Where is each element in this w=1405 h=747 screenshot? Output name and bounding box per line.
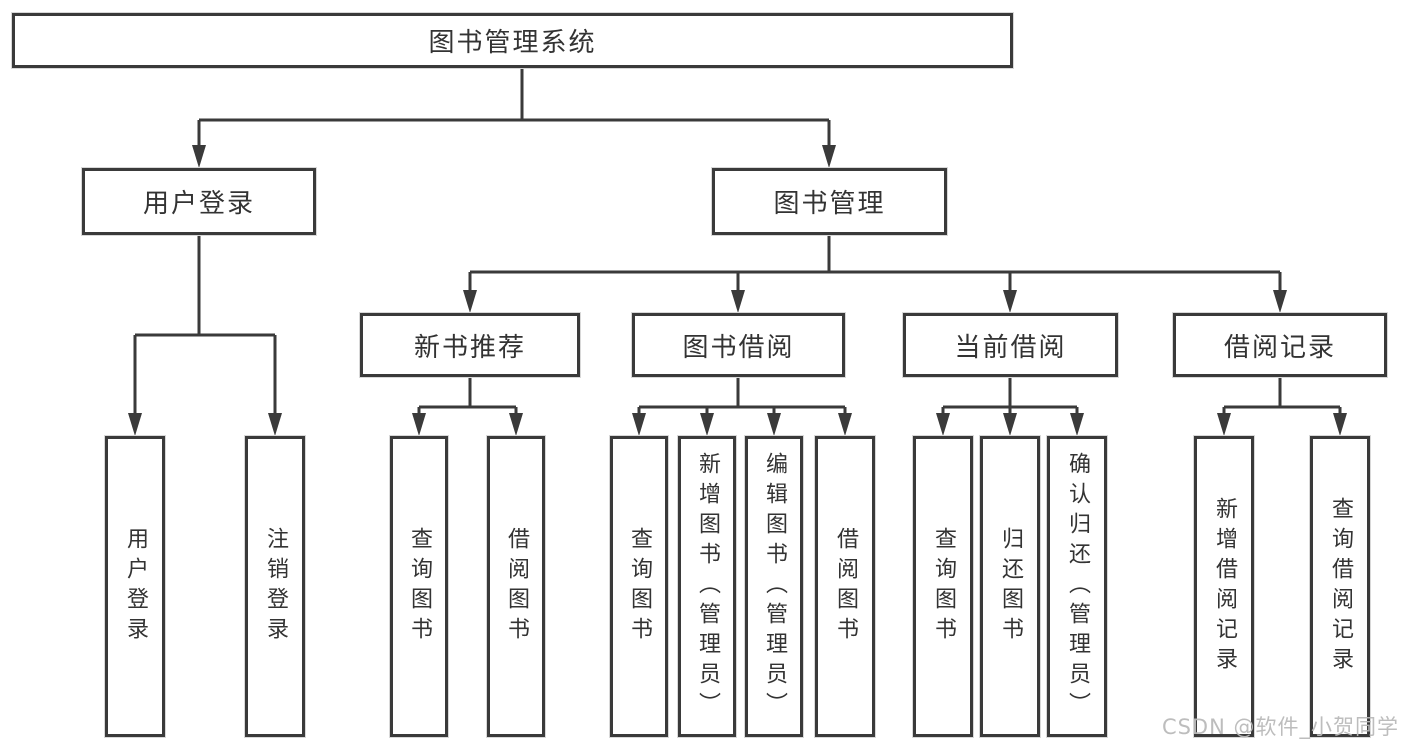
leaf-confirm-return-admin-label: 确认归还（管理员）: [1065, 451, 1090, 722]
leaf-logout: 注销登录: [245, 436, 305, 737]
leaf-query-books-label: 查询图书: [931, 526, 956, 647]
leaf-add-books-admin: 新增图书（管理员）: [678, 436, 736, 737]
node-user-login-label: 用户登录: [142, 189, 255, 219]
node-new-book-recommend: 新书推荐: [360, 313, 580, 377]
leaf-user-login-label: 用户登录: [123, 526, 148, 647]
node-borrow-records-label: 借阅记录: [1223, 332, 1336, 363]
leaf-logout-label: 注销登录: [263, 526, 288, 647]
leaf-return-books-label: 归还图书: [998, 526, 1023, 647]
connector-borrow-records-children: [1217, 377, 1347, 436]
leaf-user-login: 用户登录: [105, 436, 165, 737]
leaf-borrow-books-label: 借阅图书: [833, 526, 858, 647]
leaf-add-borrow-record: 新增借阅记录: [1194, 436, 1254, 737]
leaf-query-books: 查询图书: [610, 436, 668, 737]
node-book-management-label: 图书管理: [773, 189, 886, 219]
node-book-management: 图书管理: [712, 168, 947, 235]
leaf-confirm-return-admin: 确认归还（管理员）: [1047, 436, 1107, 737]
node-root: 图书管理系统: [12, 13, 1013, 68]
leaf-query-books-label: 查询图书: [627, 526, 652, 647]
connector-user-login-children: [128, 235, 282, 436]
leaf-return-books: 归还图书: [980, 436, 1040, 737]
leaf-query-books: 查询图书: [390, 436, 448, 737]
node-current-borrow-label: 当前借阅: [954, 332, 1067, 363]
node-root-label: 图书管理系统: [428, 28, 597, 58]
leaf-edit-books-admin-label: 编辑图书（管理员）: [762, 451, 787, 722]
leaf-query-borrow-record: 查询借阅记录: [1310, 436, 1370, 737]
connector-root-to-level1: [192, 68, 836, 168]
watermark: CSDN @软件_小贺同学: [1161, 715, 1399, 739]
node-book-borrow: 图书借阅: [632, 313, 845, 377]
connector-book-borrow-children: [632, 377, 852, 436]
node-current-borrow: 当前借阅: [903, 313, 1118, 377]
node-user-login: 用户登录: [82, 168, 316, 235]
leaf-query-borrow-record-label: 查询借阅记录: [1328, 496, 1353, 677]
leaf-edit-books-admin: 编辑图书（管理员）: [745, 436, 803, 737]
node-borrow-records: 借阅记录: [1173, 313, 1387, 377]
connector-new-book-recommend-children: [412, 377, 523, 436]
node-new-book-recommend-label: 新书推荐: [413, 332, 526, 363]
leaf-add-books-admin-label: 新增图书（管理员）: [695, 451, 720, 722]
leaf-borrow-books-label: 借阅图书: [504, 526, 529, 647]
leaf-borrow-books: 借阅图书: [815, 436, 875, 737]
leaf-add-borrow-record-label: 新增借阅记录: [1212, 496, 1237, 677]
leaf-query-books-label: 查询图书: [407, 526, 432, 647]
leaf-query-books: 查询图书: [913, 436, 973, 737]
connector-current-borrow-children: [936, 377, 1084, 436]
connector-book-management-children: [463, 235, 1287, 313]
leaf-borrow-books: 借阅图书: [487, 436, 545, 737]
node-book-borrow-label: 图书借阅: [682, 332, 795, 363]
